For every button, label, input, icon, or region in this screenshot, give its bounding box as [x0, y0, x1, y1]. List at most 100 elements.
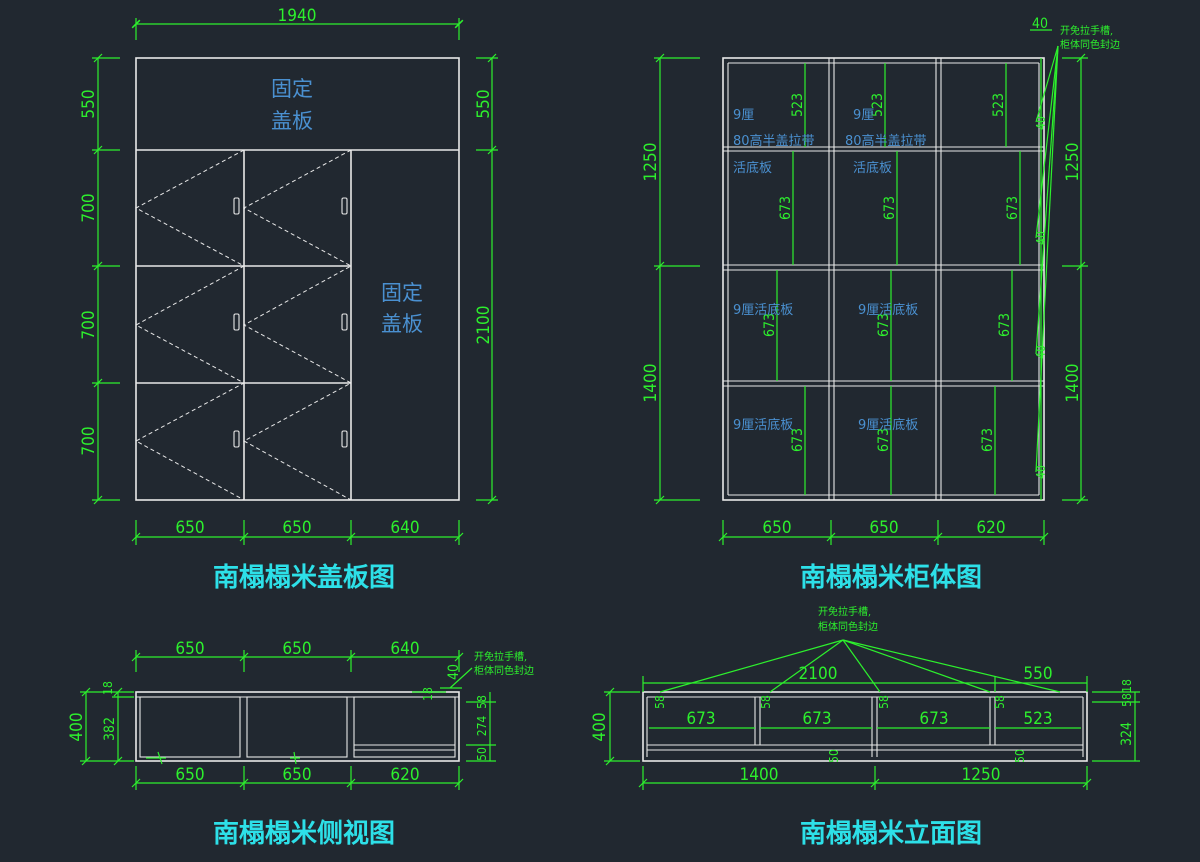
dim-right-274: 274: [475, 716, 489, 737]
dim-small-18: 18: [421, 687, 435, 701]
gap-dim: 40: [1034, 116, 1048, 130]
cover-view: 固定 盖板 固定 盖板 1940 550 700 700 700 550 210…: [79, 6, 498, 593]
note-loose-bottom: 活底板: [853, 160, 892, 176]
dim-bottom-width: 640: [390, 518, 419, 538]
dim-inner-width: 673: [686, 709, 715, 729]
dim-right-50: 50: [475, 747, 489, 761]
note-loose-bottom: 活底板: [733, 160, 772, 176]
dim-right-18: 18: [1120, 679, 1134, 693]
dim-top-height-left: 550: [79, 89, 99, 118]
dim-top-width: 650: [282, 639, 311, 659]
dim-mid-50: 50: [1013, 749, 1027, 763]
side-view: 650 650 640 40 18 开免拉手槽, 柜体同色封边 400 382 …: [67, 639, 534, 849]
gap-dim-top: 40: [1032, 16, 1048, 32]
dim-right-324: 324: [1119, 722, 1135, 746]
inner-height: 673: [762, 313, 778, 337]
dim-height-18: 18: [101, 681, 115, 695]
cover-view-title: 南榻榻米盖板图: [213, 562, 395, 593]
inner-height: 523: [991, 93, 1007, 117]
cover-outline: [135, 57, 460, 501]
fixed-top-label-1: 固定: [271, 77, 313, 101]
dim-height-400: 400: [590, 712, 610, 741]
inner-height: 673: [790, 428, 806, 452]
dim-small-58: 58: [993, 695, 1007, 709]
handle-slot: [341, 197, 348, 215]
dim-bottom-width: 650: [175, 518, 204, 538]
dim-bottom-width: 620: [976, 518, 1005, 538]
dim-small-58: 58: [759, 695, 773, 709]
gap-dim: 40: [1034, 345, 1048, 359]
note-9li: 9厘: [853, 108, 874, 123]
note-pull-strip: 80高半盖拉带: [733, 133, 815, 149]
dim-bottom-width: 650: [175, 765, 204, 785]
handle-slot: [341, 313, 348, 331]
elevation-outline: [642, 691, 1088, 762]
dim-row-height: 700: [79, 310, 99, 339]
handle-notch: [146, 751, 166, 765]
note-9li: 9厘: [733, 108, 754, 123]
dim-right-height: 1250: [1063, 143, 1083, 182]
dim-bottom-width: 1400: [740, 765, 779, 785]
cover-open-lines-col2: [242, 149, 353, 501]
dim-left-height: 1400: [641, 364, 661, 403]
dim-bottom-width: 620: [390, 765, 419, 785]
dim-right-height: 2100: [474, 306, 494, 345]
side-outline: [135, 691, 460, 762]
note-9li-loose-bottom: 9厘活底板: [733, 417, 793, 433]
handle-slot: [341, 430, 348, 448]
dim-width-total: 1940: [278, 6, 317, 26]
fixed-side-label-2: 盖板: [381, 312, 423, 336]
inner-height: 673: [876, 313, 892, 337]
dim-bottom-width: 1250: [962, 765, 1001, 785]
dim-inner-width: 673: [919, 709, 948, 729]
handle-notch: [290, 751, 300, 765]
dim-height-382: 382: [102, 717, 118, 741]
dim-top-width: 650: [175, 639, 204, 659]
note-pull-strip: 80高半盖拉带: [845, 133, 927, 149]
gap-dim: 40: [1034, 465, 1048, 479]
callout-note-line1: 开免拉手槽,: [818, 605, 871, 618]
fixed-top-label-2: 盖板: [271, 109, 313, 133]
callout-note-line2: 柜体同色封边: [474, 664, 534, 677]
inner-height: 523: [790, 93, 806, 117]
dim-inner-width: 673: [802, 709, 831, 729]
dim-top-height-right: 550: [474, 89, 494, 118]
note-9li-loose-bottom: 9厘活底板: [858, 302, 918, 318]
handle-slot: [233, 430, 240, 448]
dim-small-40: 40: [446, 664, 462, 680]
fixed-side-label-1: 固定: [381, 281, 423, 305]
dim-bottom-width: 650: [282, 765, 311, 785]
callout-note-line2: 柜体同色封边: [1060, 38, 1120, 51]
side-view-title: 南榻榻米侧视图: [213, 819, 395, 849]
dim-right-58: 58: [1120, 693, 1134, 707]
dim-mid-50: 50: [827, 749, 841, 763]
dim-row-height: 700: [79, 426, 99, 455]
inner-height: 673: [876, 428, 892, 452]
handle-slot: [233, 313, 240, 331]
dim-right-height: 1400: [1063, 364, 1083, 403]
dim-bottom-width: 650: [869, 518, 898, 538]
inner-height: 673: [1005, 196, 1021, 220]
dim-bottom-width: 650: [762, 518, 791, 538]
dim-inner-width: 523: [1023, 709, 1052, 729]
inner-height: 673: [997, 313, 1013, 337]
inner-height: 673: [980, 428, 996, 452]
dim-top-width: 640: [390, 639, 419, 659]
callout-note-line2: 柜体同色封边: [818, 620, 878, 633]
dim-small-58: 58: [653, 695, 667, 709]
cover-open-lines-col1: [134, 149, 246, 501]
note-9li-loose-bottom: 9厘活底板: [733, 302, 793, 318]
elevation-view-title: 南榻榻米立面图: [800, 818, 982, 849]
dim-left-height: 1250: [641, 143, 661, 182]
dim-top-width: 2100: [799, 664, 838, 684]
elevation-view: 673 673 673 523 58 58 58 58 50 50 2100 5…: [590, 605, 1140, 849]
dim-top-width: 550: [1023, 664, 1052, 684]
dim-small-58: 58: [877, 695, 891, 709]
dim-height-400: 400: [67, 712, 87, 741]
callout-note-line1: 开免拉手槽,: [1060, 24, 1113, 37]
inner-height: 523: [870, 93, 886, 117]
dim-row-height: 700: [79, 193, 99, 222]
dim-right-58: 58: [475, 695, 489, 709]
callout-note-line1: 开免拉手槽,: [474, 650, 527, 663]
